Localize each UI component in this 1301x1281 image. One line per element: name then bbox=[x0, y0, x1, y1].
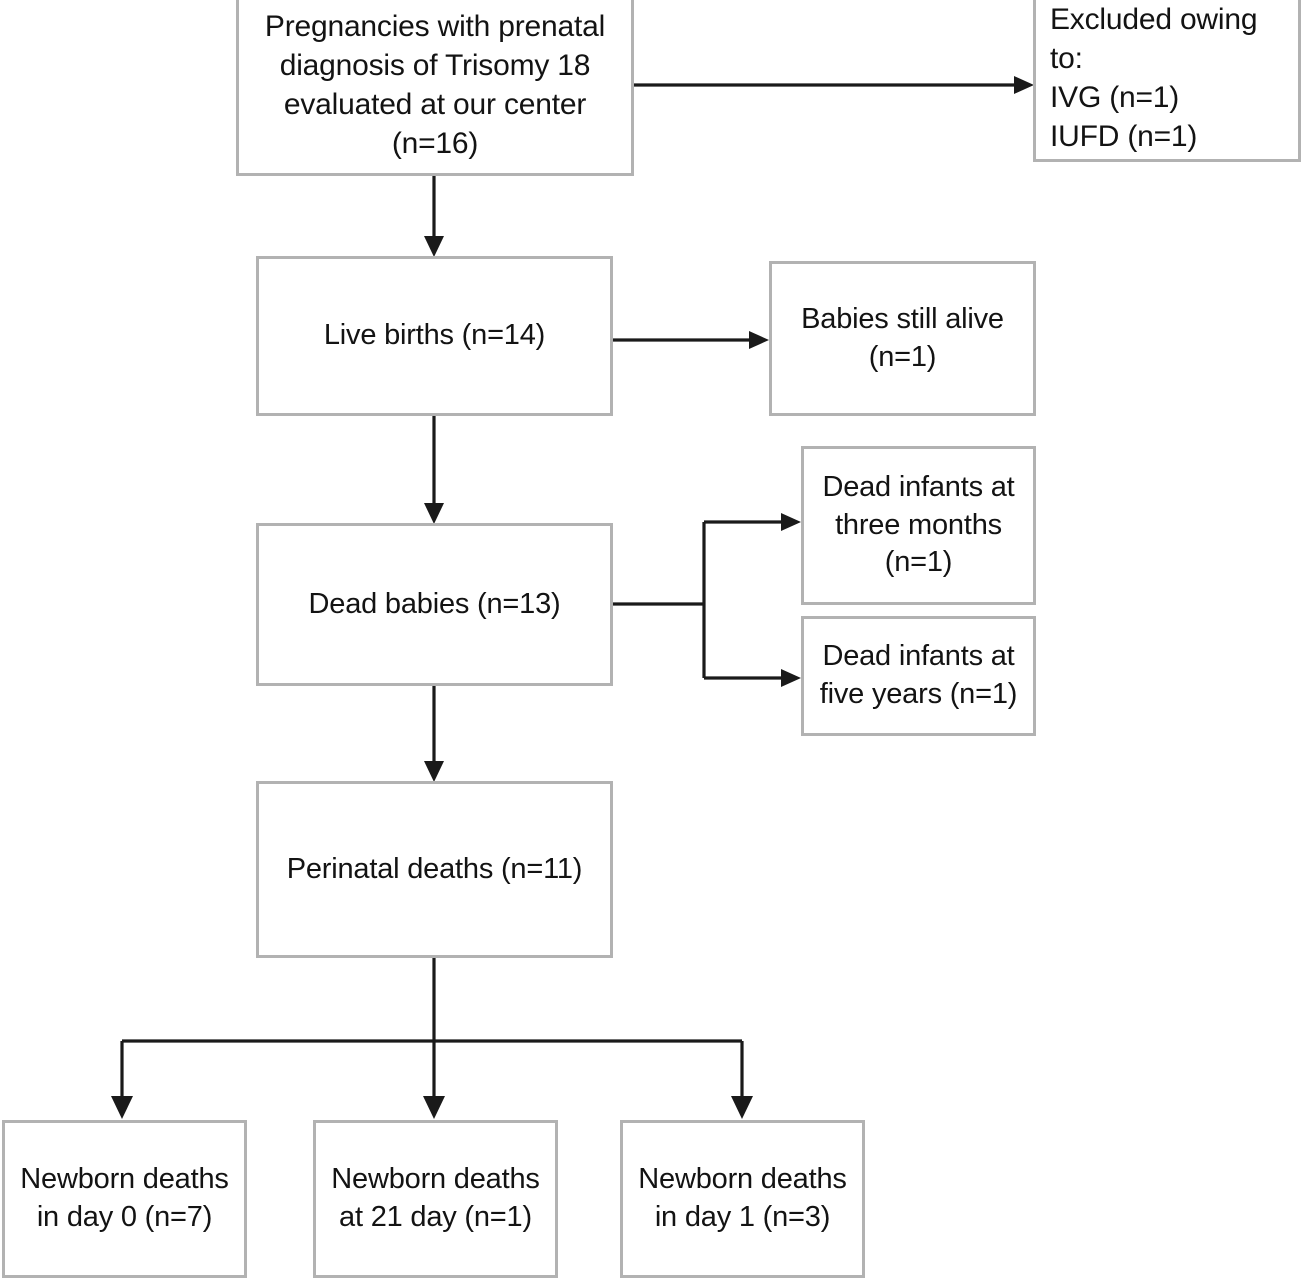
node-dead-babies[interactable]: Dead babies (n=13) bbox=[256, 523, 613, 686]
node-live-births-label: Live births (n=14) bbox=[323, 319, 546, 352]
node-dead-infants-five-years-label: Dead infants at five years (n=1) bbox=[819, 640, 1018, 710]
node-perinatal-deaths[interactable]: Perinatal deaths (n=11) bbox=[256, 781, 613, 958]
edge-dead-babies-split bbox=[613, 513, 801, 687]
node-root[interactable]: Pregnancies with prenatal diagnosis of T… bbox=[236, 0, 634, 176]
node-dead-infants-three-months[interactable]: Dead infants at three months (n=1) bbox=[801, 446, 1036, 605]
edge-root-to-live-births bbox=[424, 176, 444, 257]
node-babies-still-alive-label: Babies still alive (n=1) bbox=[801, 302, 1004, 373]
node-newborn-deaths-day1[interactable]: Newborn deaths in day 1 (n=3) bbox=[620, 1120, 865, 1278]
node-dead-infants-five-years[interactable]: Dead infants at five years (n=1) bbox=[801, 616, 1036, 736]
edge-live-births-to-babies-alive bbox=[613, 331, 769, 349]
node-live-births[interactable]: Live births (n=14) bbox=[256, 256, 613, 416]
node-babies-still-alive[interactable]: Babies still alive (n=1) bbox=[769, 261, 1036, 416]
node-dead-infants-three-months-label: Dead infants at three months (n=1) bbox=[822, 470, 1015, 579]
node-excluded-label: Excluded owing to: IVG (n=1) IUFD (n=1) bbox=[1050, 3, 1258, 153]
node-newborn-deaths-day21[interactable]: Newborn deaths at 21 day (n=1) bbox=[313, 1120, 558, 1278]
edge-perinatal-deaths-split bbox=[111, 958, 753, 1119]
edge-live-births-to-dead-babies bbox=[424, 416, 444, 524]
node-newborn-deaths-day21-label: Newborn deaths at 21 day (n=1) bbox=[331, 1163, 540, 1233]
node-perinatal-deaths-label: Perinatal deaths (n=11) bbox=[286, 852, 583, 885]
node-newborn-deaths-day0[interactable]: Newborn deaths in day 0 (n=7) bbox=[2, 1120, 247, 1278]
node-dead-babies-label: Dead babies (n=13) bbox=[308, 587, 561, 620]
edge-root-to-excluded bbox=[634, 76, 1034, 94]
node-root-label: Pregnancies with prenatal diagnosis of T… bbox=[264, 10, 606, 160]
edge-dead-babies-to-perinatal-deaths bbox=[424, 686, 444, 782]
node-excluded[interactable]: Excluded owing to: IVG (n=1) IUFD (n=1) bbox=[1033, 0, 1301, 162]
node-newborn-deaths-day0-label: Newborn deaths in day 0 (n=7) bbox=[20, 1163, 229, 1233]
node-newborn-deaths-day1-label: Newborn deaths in day 1 (n=3) bbox=[638, 1163, 847, 1233]
